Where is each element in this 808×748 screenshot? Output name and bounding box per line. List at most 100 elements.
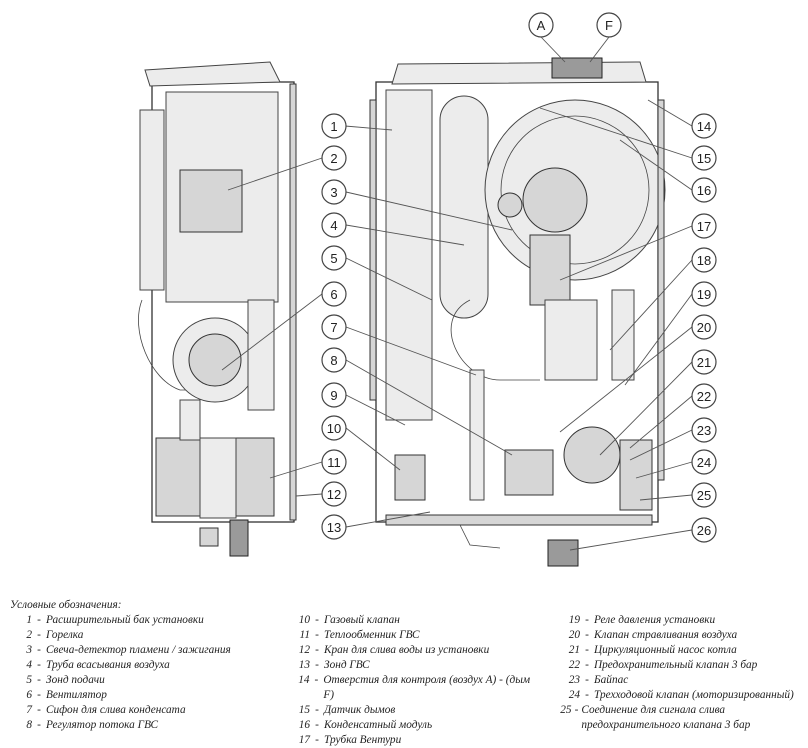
legend-item-text: Клапан стравливания воздуха <box>594 629 738 641</box>
side-view <box>138 61 297 557</box>
svg-text:19: 19 <box>697 287 711 302</box>
legend-item-text: Зонд ГВС <box>324 659 370 671</box>
legend-item-number: 12 <box>298 644 310 656</box>
legend-item: 16-Конденсатный модуль <box>282 718 540 733</box>
callout-20: 20 <box>559 314 717 433</box>
legend-item-text: Теплообменник ГВС <box>324 629 420 641</box>
svg-text:11: 11 <box>327 455 341 470</box>
legend-item: 19-Реле давления установки <box>552 613 802 628</box>
svg-text:9: 9 <box>330 388 337 403</box>
legend-item-number: 5 <box>26 674 32 686</box>
svg-text:2: 2 <box>330 151 337 166</box>
callout-16: 16 <box>619 139 717 203</box>
svg-text:13: 13 <box>327 520 341 535</box>
callout-1: 1 <box>321 113 393 139</box>
legend-dash: - <box>574 704 579 716</box>
legend-item: 5-Зонд подачи <box>10 673 275 688</box>
svg-text:14: 14 <box>697 119 711 134</box>
legend-item-number: 23 <box>568 674 580 686</box>
callout-8: 8 <box>321 347 513 456</box>
legend-item-number: 8 <box>26 719 32 731</box>
legend-item-text: Трехходовой клапан (моторизированный) <box>594 689 794 701</box>
legend-item-text: Расширительный бак установки <box>46 614 204 626</box>
callout-13: 13 <box>321 511 431 540</box>
legend-item-number: 25 <box>560 704 572 716</box>
legend-dash: - <box>37 629 41 641</box>
legend-item-text: Реле давления установки <box>594 614 716 626</box>
legend-dash: - <box>315 629 319 641</box>
legend-dash: - <box>585 644 589 656</box>
legend-item-number: 17 <box>298 734 310 746</box>
callout-11: 11 <box>269 449 347 479</box>
svg-text:22: 22 <box>697 389 711 404</box>
callout-5: 5 <box>321 245 433 301</box>
legend-item-number: 3 <box>26 644 32 656</box>
legend-item-number: 2 <box>26 629 32 641</box>
legend-item-text: Зонд подачи <box>46 674 105 686</box>
legend-item-number: 14 <box>298 674 310 686</box>
label-A: A <box>528 12 566 63</box>
legend-item-text: Кран для слива воды из установки <box>324 644 490 656</box>
legend-item: 22-Предохранительный клапан 3 бар <box>552 658 802 673</box>
legend-item: 20-Клапан стравливания воздуха <box>552 628 802 643</box>
legend-item-text: Горелка <box>46 629 84 641</box>
legend-item: 24-Трехходовой клапан (моторизированный) <box>552 688 802 703</box>
callout-4: 4 <box>321 212 465 246</box>
legend-dash: - <box>585 689 589 701</box>
legend-item-text: Конденсатный модуль <box>324 719 433 731</box>
legend-dash: - <box>315 644 319 656</box>
legend-item: 11-Теплообменник ГВС <box>282 628 540 643</box>
front-view <box>369 57 666 567</box>
legend-item-number: 21 <box>568 644 580 656</box>
legend-dash: - <box>315 734 319 746</box>
callout-17: 17 <box>559 213 717 281</box>
svg-text:23: 23 <box>697 423 711 438</box>
legend-dash: - <box>315 719 319 731</box>
legend-item-number: 11 <box>299 629 310 641</box>
legend-item: 13-Зонд ГВС <box>282 658 540 673</box>
callout-22: 22 <box>629 383 717 449</box>
legend-item: 1-Расширительный бак установки <box>10 613 275 628</box>
legend-item-text: Байпас <box>594 674 629 686</box>
legend-dash: - <box>37 674 41 686</box>
legend-item-number: 6 <box>26 689 32 701</box>
legend-dash: - <box>37 614 41 626</box>
svg-text:17: 17 <box>697 219 711 234</box>
legend-item-number: 1 <box>26 614 32 626</box>
legend-item: 2-Горелка <box>10 628 275 643</box>
svg-text:26: 26 <box>697 523 711 538</box>
svg-text:25: 25 <box>697 488 711 503</box>
legend-item-number: 4 <box>26 659 32 671</box>
legend-item-text: Труба всасывания воздуха <box>46 659 170 671</box>
boiler-diagram: A F 1 2 3 4 5 6 7 8 9 <box>138 12 717 567</box>
legend-dash: - <box>37 659 41 671</box>
svg-text:6: 6 <box>330 287 337 302</box>
callout-3: 3 <box>321 179 513 231</box>
legend-dash: - <box>37 689 41 701</box>
svg-text:24: 24 <box>697 455 711 470</box>
callout-10: 10 <box>321 415 401 471</box>
legend-item-text: Вентилятор <box>46 689 107 701</box>
legend-item: 10-Газовый клапан <box>282 613 540 628</box>
svg-text:4: 4 <box>330 218 337 233</box>
label-F: F <box>589 12 622 63</box>
legend-item-text: Свеча-детектор пламени / зажигания <box>46 644 231 656</box>
legend-item-number: 24 <box>568 689 580 701</box>
legend-item-text: Сифон для слива конденсата <box>46 704 186 716</box>
legend-item: 25-Соединение для сигнала слива предохра… <box>552 703 802 733</box>
legend-dash: - <box>585 614 589 626</box>
svg-text:10: 10 <box>327 421 341 436</box>
legend-item-text: Соединение для сигнала слива предохранит… <box>581 704 751 731</box>
svg-text:16: 16 <box>697 183 711 198</box>
callout-25: 25 <box>639 482 717 508</box>
svg-text:F: F <box>605 18 613 33</box>
legend-item-text: Циркуляционный насос котла <box>594 644 737 656</box>
callout-18: 18 <box>609 247 717 351</box>
legend-item: 15-Датчик дымов <box>282 703 540 718</box>
legend-item: 8-Регулятор потока ГВС <box>10 718 275 733</box>
callout-21: 21 <box>599 349 717 456</box>
svg-text:A: A <box>537 18 546 33</box>
